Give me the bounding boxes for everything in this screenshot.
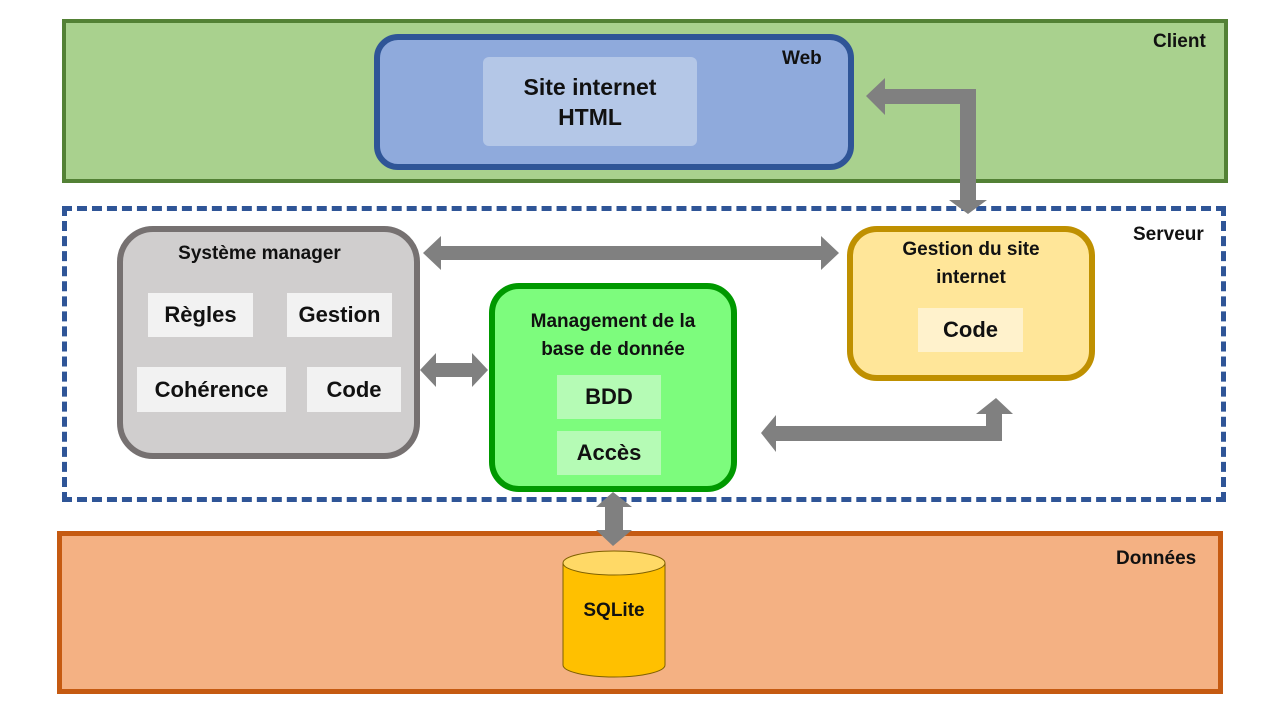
systeme-management-arrow xyxy=(420,353,488,387)
server-tier-label: Serveur xyxy=(1133,224,1204,245)
web-label: Web xyxy=(782,48,822,69)
sqlite-cylinder-icon xyxy=(562,550,666,678)
data-tier-label: Données xyxy=(1116,548,1197,569)
coherence-chip: Cohérence xyxy=(137,367,286,412)
site-html-label: HTML xyxy=(558,103,622,130)
bdd-chip: BDD xyxy=(557,375,661,419)
acces-chip: Accès xyxy=(557,431,661,475)
management-sqlite-arrow xyxy=(596,492,632,546)
site-internet-label: Site internet xyxy=(523,73,657,100)
systeme-gestion-arrow xyxy=(423,236,839,270)
management-bdd-title-line2: base de donnée xyxy=(541,339,685,360)
gestion-site-box xyxy=(847,226,1095,381)
site-internet-box: Site internet HTML xyxy=(483,57,697,146)
server-tier xyxy=(62,206,1226,502)
gestion-site-title-line2: internet xyxy=(936,267,1006,288)
regles-chip: Règles xyxy=(148,293,253,337)
management-gestion-arrow xyxy=(761,398,1013,452)
gestion-chip: Gestion xyxy=(287,293,392,337)
systeme-manager-title: Système manager xyxy=(178,243,341,264)
sys-code-chip: Code xyxy=(307,367,401,412)
systeme-manager-box xyxy=(117,226,420,459)
gestion-site-title-line1: Gestion du site xyxy=(902,239,1040,260)
gestion-code-chip: Code xyxy=(918,308,1023,352)
web-gestion-arrow xyxy=(866,78,987,214)
client-tier-label: Client xyxy=(1153,31,1206,52)
management-bdd-title-line1: Management de la xyxy=(530,311,696,332)
sqlite-label: SQLite xyxy=(583,600,645,621)
